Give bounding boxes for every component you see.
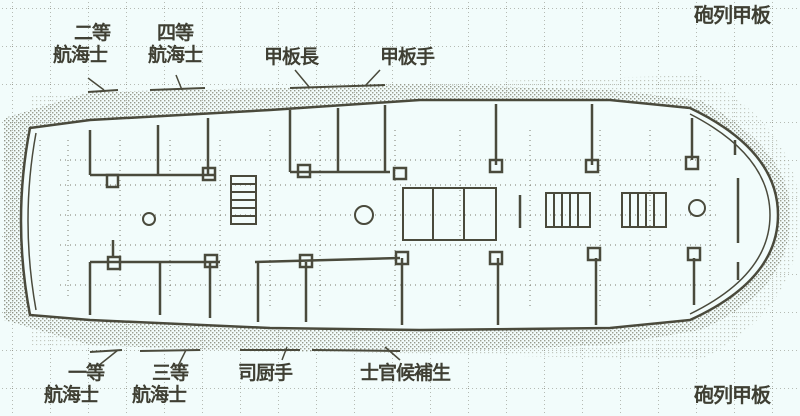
label-first-officer: 一等 航海士 [44,362,105,406]
label-midshipman: 士官候補生 [360,362,451,384]
label-cook: 司厨手 [238,362,293,384]
ladders [230,175,667,241]
label-boatswain: 甲板長 [264,46,319,68]
label-deckhand: 甲板手 [380,46,435,68]
main-mast-icon [354,205,374,225]
deck-title-top: 砲列甲板 [694,3,771,27]
interior-grid [39,130,720,310]
label-third-officer: 三等 航海士 [132,362,189,406]
fore-mast-icon [688,199,706,217]
hull-outline [19,98,780,332]
label-fourth-officer: 四等 航海士 [148,22,203,66]
label-second-officer: 二等 航海士 [53,22,111,66]
rails [87,84,401,353]
cabin-walls [88,104,740,325]
leader-lines [87,69,401,367]
masts [142,199,706,226]
mizzen-mast-icon [142,212,156,226]
deck-title-bottom: 砲列甲板 [694,383,771,407]
